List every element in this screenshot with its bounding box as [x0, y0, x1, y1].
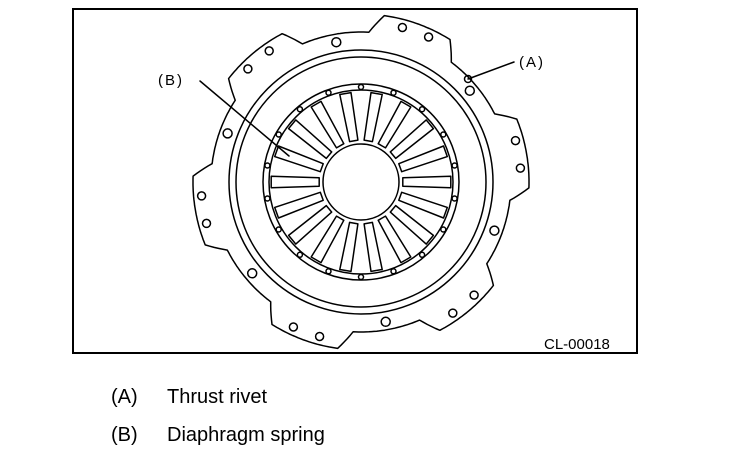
cover-outer-ring	[228, 49, 494, 315]
mounting-hole	[243, 64, 253, 74]
spring-pivot-hole	[264, 162, 271, 169]
diaphragm-finger	[363, 221, 383, 273]
legend-row-diaphragm-spring: (B) Diaphragm spring	[111, 424, 325, 447]
diaphragm-finger	[310, 100, 345, 149]
callout-a-label: (A)	[519, 54, 545, 71]
mounting-hole	[397, 22, 408, 33]
spring-outer-edge	[262, 83, 460, 281]
spring-pivot-hole	[390, 89, 397, 96]
mounting-hole	[448, 308, 458, 318]
thrust-rivet	[463, 74, 473, 84]
diaphragm-finger	[273, 191, 324, 219]
diaphragm-finger	[402, 175, 452, 189]
spring-pivot-hole	[418, 251, 426, 259]
mounting-hole	[510, 135, 521, 146]
flange-hole	[489, 225, 500, 236]
spring-pivot-hole	[275, 226, 282, 233]
callout-a-leader	[467, 61, 515, 80]
mounting-hole	[288, 322, 299, 332]
diaphragm-finger	[377, 215, 412, 264]
diaphragm-finger	[310, 215, 345, 264]
diaphragm-finger	[339, 221, 359, 273]
spring-pivot-hole	[451, 162, 458, 169]
spring-pivot-hole	[451, 195, 458, 202]
diaphragm-finger	[363, 91, 383, 143]
mounting-hole	[423, 32, 434, 42]
flange-hole	[380, 316, 391, 328]
spring-pivot-hole	[325, 268, 332, 275]
clutch-cover-drawing: (A) (B) CL-00018	[158, 14, 610, 352]
legend-row-thrust-rivet: (A) Thrust rivet	[111, 386, 267, 409]
spring-pivot-hole	[390, 268, 397, 275]
diaphragm-finger	[273, 145, 324, 173]
flange-hole	[222, 128, 233, 139]
figure-code: CL-00018	[544, 336, 610, 352]
cover-flange-outline	[192, 14, 530, 350]
callout-b-label: (B)	[158, 72, 184, 89]
spring-pivot-hole	[264, 195, 271, 202]
legend-key-b: (B)	[111, 424, 138, 446]
legend-label-b: Diaphragm spring	[167, 424, 325, 446]
mounting-hole	[201, 218, 212, 229]
spring-pivot-hole	[440, 131, 447, 138]
spring-pivot-hole	[357, 273, 365, 281]
flange-hole	[464, 85, 476, 96]
callout-b-leader	[199, 80, 290, 157]
spring-pivot-hole	[357, 83, 365, 91]
spring-pivot-hole	[296, 105, 304, 113]
diaphragm-finger	[389, 119, 435, 160]
diaphragm-finger	[398, 191, 449, 219]
diaphragm-finger	[339, 91, 359, 143]
flange-hole	[246, 268, 258, 279]
figure-frame: (A) (B) CL-00018	[72, 8, 638, 354]
cover-inner-ring	[235, 56, 487, 308]
legend-label-a: Thrust rivet	[167, 386, 268, 408]
spring-pivot-hole	[418, 105, 426, 113]
spring-outer-edge-inner	[268, 89, 454, 275]
spring-pivot-hole	[296, 251, 304, 259]
legend-key-a: (A)	[111, 386, 138, 408]
spring-pivot-hole	[440, 226, 447, 233]
diaphragm-finger	[287, 204, 333, 245]
mounting-hole	[314, 331, 325, 342]
center-bore	[322, 143, 400, 221]
flange-hole	[331, 36, 342, 48]
mounting-hole	[515, 163, 526, 173]
diaphragm-finger	[270, 175, 320, 189]
diaphragm-finger	[389, 204, 435, 245]
spring-pivot-hole	[275, 131, 282, 138]
mounting-hole	[264, 46, 274, 56]
diaphragm-finger	[398, 145, 449, 173]
mounting-hole	[196, 191, 207, 201]
diaphragm-finger	[287, 119, 333, 160]
mounting-hole	[469, 290, 479, 300]
diaphragm-finger	[377, 100, 412, 149]
spring-pivot-hole	[325, 89, 332, 96]
